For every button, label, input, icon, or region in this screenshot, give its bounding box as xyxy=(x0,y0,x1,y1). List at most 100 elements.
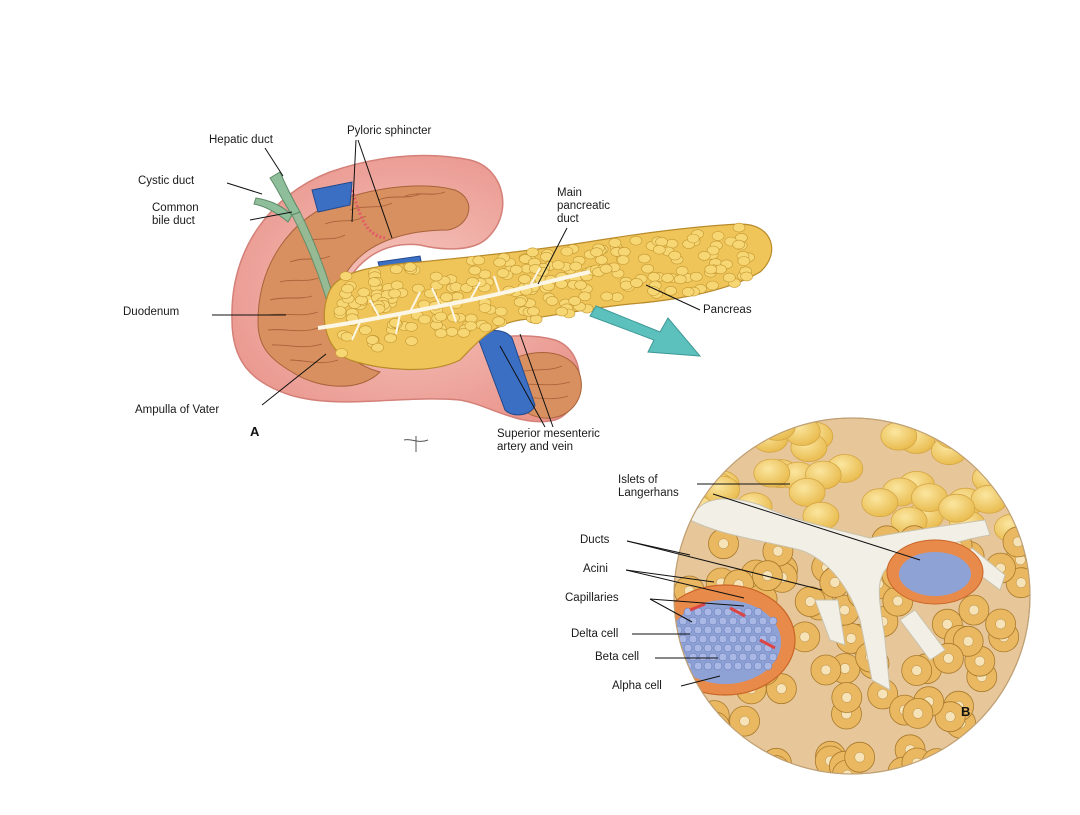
acinus xyxy=(985,608,1016,640)
label-acini: Acini xyxy=(583,563,608,575)
lobule xyxy=(641,263,654,274)
lobule xyxy=(994,418,1030,436)
lobule xyxy=(472,255,486,266)
islet-cell xyxy=(743,625,753,635)
lobule xyxy=(675,266,689,276)
lobule xyxy=(638,253,651,264)
lobule xyxy=(445,326,459,337)
lobule xyxy=(740,271,753,282)
lobule xyxy=(478,269,492,280)
lobule xyxy=(595,255,608,265)
lobule xyxy=(545,296,559,306)
lobule xyxy=(384,333,397,344)
lobule xyxy=(668,250,682,261)
lobule xyxy=(694,423,732,453)
islet-cell xyxy=(698,616,708,626)
lobule xyxy=(333,306,347,316)
lobule xyxy=(655,237,668,247)
lobule xyxy=(599,263,613,274)
lobule xyxy=(732,239,746,250)
islet-cell xyxy=(728,634,738,644)
islet-cell xyxy=(753,607,763,617)
lobule xyxy=(429,271,443,282)
lobule xyxy=(697,251,711,261)
label-ampulla-of-vater: Ampulla of Vater xyxy=(135,404,220,416)
islet-cell xyxy=(733,661,743,671)
lobule xyxy=(720,423,758,453)
zoom-arrow xyxy=(589,305,702,357)
lobule xyxy=(693,419,731,449)
islet-cell xyxy=(723,625,733,635)
islet-cell xyxy=(703,661,713,671)
label-superior-mesenteric-line2: artery and vein xyxy=(497,441,574,453)
lobule xyxy=(403,262,417,272)
lobule xyxy=(569,261,583,272)
islet-cell xyxy=(733,625,743,635)
lobule xyxy=(880,421,918,451)
label-pancreas: Pancreas xyxy=(703,304,752,316)
islet-cell xyxy=(683,625,693,635)
label-cystic-duct: Cystic duct xyxy=(138,175,195,187)
islet-cell xyxy=(758,652,768,662)
leader-lines xyxy=(212,139,921,687)
lobule xyxy=(494,306,508,317)
lobule xyxy=(610,292,624,303)
acinus xyxy=(699,711,731,743)
islet-cell xyxy=(728,652,738,662)
islet-cell xyxy=(738,634,748,644)
lobule xyxy=(405,321,418,332)
lobule xyxy=(359,325,372,336)
lobule xyxy=(464,321,478,331)
lobule xyxy=(758,418,796,441)
lobule xyxy=(560,246,574,257)
lobule xyxy=(590,247,603,257)
islet-cell xyxy=(743,643,753,653)
islet-cell xyxy=(743,661,753,671)
lobule xyxy=(466,277,479,287)
islet-cell xyxy=(688,634,698,644)
islet-cell xyxy=(723,643,733,653)
lobule xyxy=(555,306,569,317)
islet-cell xyxy=(713,643,723,653)
lobule xyxy=(664,285,678,296)
islet-cell xyxy=(708,634,718,644)
lobule xyxy=(737,256,751,266)
lobule xyxy=(468,265,482,276)
lobule xyxy=(493,257,507,268)
islet-cell xyxy=(768,616,778,626)
islet-cell xyxy=(753,625,763,635)
lobule xyxy=(616,255,630,265)
panel-letter-b: B xyxy=(961,704,971,719)
lobule xyxy=(527,306,540,317)
islet-cell xyxy=(718,616,728,626)
lobule xyxy=(608,238,622,248)
lobule xyxy=(630,278,643,288)
islet-cell xyxy=(718,634,728,644)
acinus xyxy=(901,655,933,686)
islet-cell xyxy=(713,607,723,617)
lobule xyxy=(600,291,614,302)
lobule xyxy=(703,428,741,458)
acinus xyxy=(752,560,783,592)
lobule xyxy=(647,286,660,296)
lobule xyxy=(998,418,1030,448)
lobule xyxy=(706,245,720,256)
islet-cell xyxy=(718,652,728,662)
acinus xyxy=(997,706,1028,737)
acinus xyxy=(760,761,792,774)
lobule xyxy=(568,296,582,306)
label-beta-cell: Beta cell xyxy=(595,651,640,663)
label-superior-mesenteric-line1: Superior mesenteric xyxy=(497,428,600,440)
islet-cell xyxy=(768,652,778,662)
lobule xyxy=(673,274,687,285)
lobule xyxy=(753,458,791,488)
lobule xyxy=(652,244,666,255)
lobule xyxy=(518,274,531,284)
islet-cell xyxy=(733,643,743,653)
islet-cell xyxy=(703,643,713,653)
lobule xyxy=(704,264,718,275)
islet-cell xyxy=(703,625,713,635)
lobule xyxy=(574,280,587,290)
